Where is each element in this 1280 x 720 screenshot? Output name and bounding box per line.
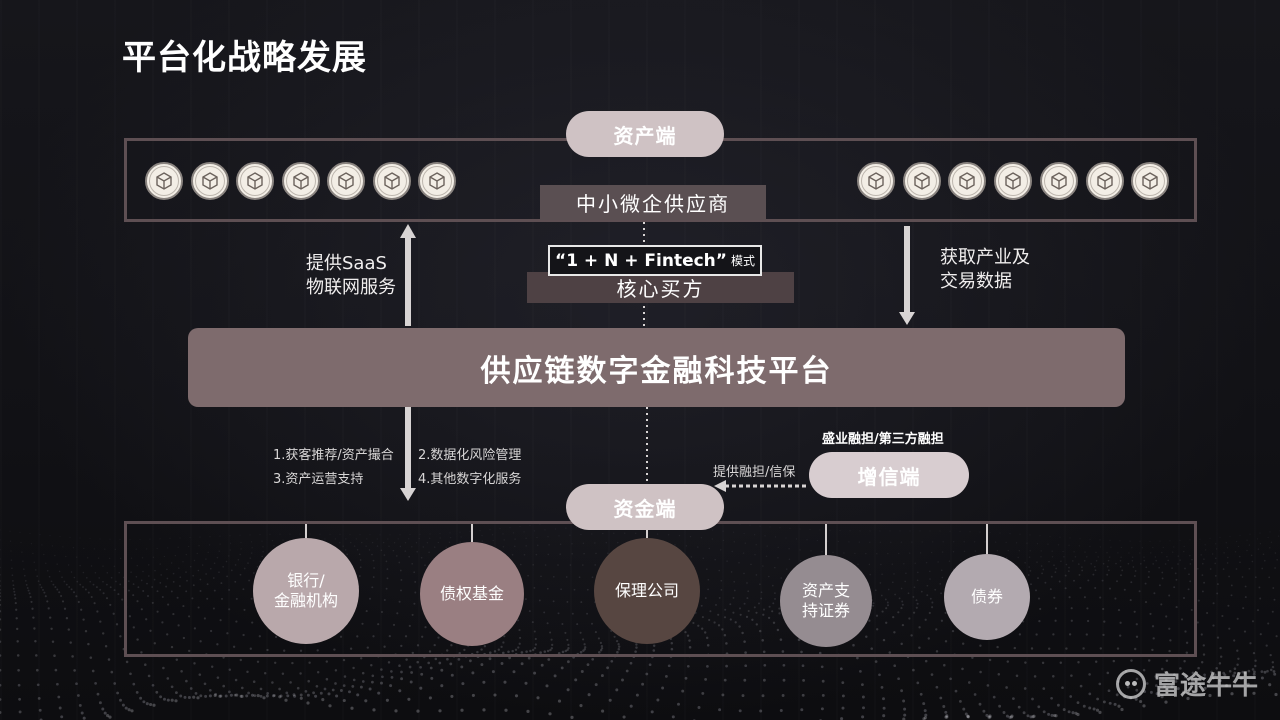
- package-box-icon: [857, 162, 895, 200]
- funding-connector: [305, 524, 307, 538]
- fintech-model-suffix: 模式: [730, 254, 755, 268]
- service-item-4: 4.其他数字化服务: [418, 472, 522, 487]
- page-title: 平台化战略发展: [122, 38, 367, 78]
- credit-arrow-label: 提供融担/信保: [713, 465, 796, 480]
- funding-connector: [646, 524, 648, 538]
- service-item-2: 2.数据化风险管理: [418, 448, 522, 463]
- funding-entity-label-line1: 银行/: [287, 571, 325, 590]
- industry-data-text: 获取产业及 交易数据: [940, 247, 1030, 292]
- funding-entity-circle: 资产支持证券: [780, 555, 872, 647]
- funding-entity-label: 银行/金融机构: [274, 571, 338, 611]
- package-box-icon: [1085, 162, 1124, 200]
- funding-entity-label: 保理公司: [615, 581, 679, 601]
- service-item-3: 3.资产运营支持: [273, 472, 364, 487]
- funding-entity-label-line1: 资产支: [801, 581, 850, 600]
- service-item-1: 1.获客推荐/资产撮合: [273, 448, 394, 463]
- package-box-icon: [145, 162, 183, 200]
- funding-entity-circle: 债券: [944, 554, 1030, 640]
- funding-connector: [825, 524, 827, 555]
- funding-entity-label: 债券: [971, 587, 1003, 607]
- watermark: 富途牛牛: [1115, 665, 1258, 702]
- fintech-platform: 供应链数字金融科技平台: [188, 328, 1125, 407]
- funding-entity-label-line1: 债权基金: [439, 584, 504, 603]
- fintech-model-box: “1 + N + Fintech” 模式: [548, 245, 762, 276]
- funding-side-label: 资金端: [566, 484, 724, 530]
- funding-entity-label-line2: 金融机构: [273, 591, 338, 610]
- package-box-icon: [902, 162, 941, 200]
- package-box-icon: [1131, 162, 1170, 200]
- funding-entity-label-line1: 债券: [970, 587, 1003, 606]
- package-box-icon: [994, 162, 1033, 200]
- funding-connector: [986, 524, 988, 554]
- funding-entity-circle: 债权基金: [420, 542, 524, 646]
- funding-entity-circle: 银行/金融机构: [253, 538, 359, 644]
- package-box-icon: [236, 162, 274, 200]
- futu-logo-icon: [1115, 668, 1146, 699]
- asset-side-label: 资产端: [566, 111, 724, 157]
- credit-side-label: 增信端: [809, 452, 969, 498]
- funding-entity-label-line2: 持证券: [801, 601, 850, 620]
- package-box-icon: [327, 162, 365, 200]
- core-buyer-label: 核心买方: [527, 272, 794, 303]
- saas-service-text: 提供SaaS 物联网服务: [306, 253, 396, 298]
- fintech-model-main: “1 + N + Fintech”: [555, 250, 727, 271]
- funding-entity-label: 债权基金: [440, 584, 504, 604]
- package-box-icon: [372, 162, 411, 200]
- funding-entity-label: 资产支持证券: [802, 581, 850, 621]
- package-box-icon: [948, 162, 987, 200]
- funding-connector: [471, 524, 473, 542]
- package-box-icon: [418, 162, 456, 200]
- funding-entity-circle: 保理公司: [594, 538, 700, 644]
- sme-supplier-label: 中小微企供应商: [540, 185, 766, 220]
- package-box-icon: [1039, 162, 1078, 200]
- package-box-icon: [281, 162, 320, 200]
- credit-header: 盛业融担/第三方融担: [822, 432, 944, 447]
- package-box-icon: [190, 162, 229, 200]
- funding-entity-label-line1: 保理公司: [614, 581, 679, 600]
